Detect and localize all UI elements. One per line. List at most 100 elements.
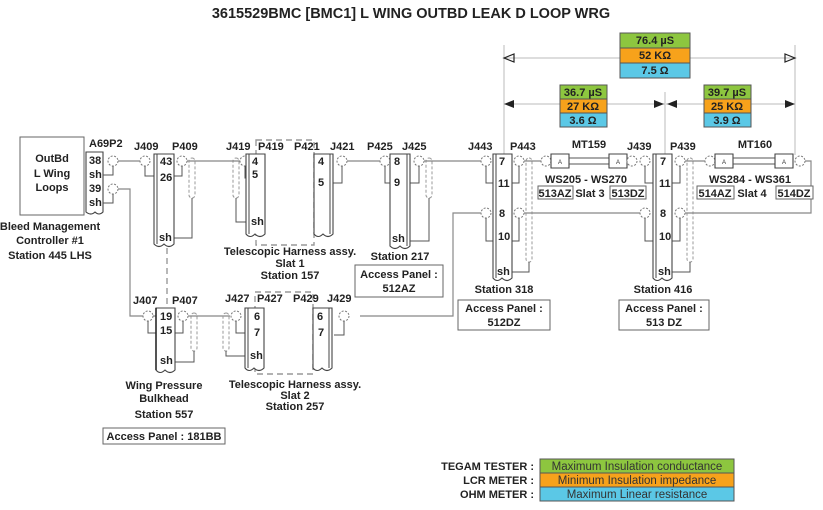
svg-text:Bleed Management: Bleed Management bbox=[0, 221, 100, 233]
svg-text:19: 19 bbox=[160, 311, 172, 323]
legend-desc-impedance: Minimum Insulation impedance bbox=[558, 475, 717, 487]
svg-text:J419: J419 bbox=[226, 141, 250, 153]
svg-text:10: 10 bbox=[498, 231, 510, 243]
measurement-overall: 76.4 µS 52 KΩ 7.5 Ω bbox=[502, 32, 797, 170]
svg-text:Slat 3: Slat 3 bbox=[575, 188, 604, 200]
svg-text:26: 26 bbox=[160, 172, 172, 184]
svg-text:P443: P443 bbox=[510, 141, 536, 153]
svg-text:513 DZ: 513 DZ bbox=[646, 317, 682, 329]
svg-text:J427: J427 bbox=[225, 293, 249, 305]
svg-text:A: A bbox=[722, 160, 726, 166]
svg-text:Loops: Loops bbox=[36, 182, 69, 194]
bleed-management-controller: OutBd L Wing Loops A69P2 38 sh 39 sh Ble… bbox=[0, 136, 123, 262]
svg-text:8: 8 bbox=[394, 156, 400, 168]
svg-text:514DZ: 514DZ bbox=[777, 188, 810, 200]
svg-text:J429: J429 bbox=[327, 293, 351, 305]
svg-text:6: 6 bbox=[317, 311, 323, 323]
overall-impedance: 52 KΩ bbox=[639, 50, 671, 62]
svg-text:sh: sh bbox=[250, 350, 263, 362]
svg-text:4: 4 bbox=[252, 156, 259, 168]
measurement-slat3: 36.7 µS 27 KΩ 3.6 Ω bbox=[504, 84, 666, 160]
svg-text:Bulkhead: Bulkhead bbox=[139, 393, 189, 405]
connector-j425: P425 J425 8 9 sh Station 217 bbox=[367, 141, 429, 263]
svg-text:sh: sh bbox=[658, 266, 671, 278]
svg-text:43: 43 bbox=[160, 156, 172, 168]
telescopic-harness-slat1: J419 P419 P421 J421 4 5 sh 4 5 Telescopi… bbox=[224, 139, 356, 282]
svg-text:39: 39 bbox=[89, 183, 101, 195]
legend-label-tegam: TEGAM TESTER : bbox=[441, 461, 534, 473]
svg-text:7: 7 bbox=[254, 327, 260, 339]
svg-text:5: 5 bbox=[252, 169, 258, 181]
slat4-resistance: 3.9 Ω bbox=[713, 115, 740, 127]
svg-text:sh: sh bbox=[159, 232, 172, 244]
svg-text:Access Panel :: Access Panel : bbox=[360, 269, 438, 281]
svg-text:OutBd: OutBd bbox=[35, 153, 69, 165]
svg-text:A: A bbox=[616, 160, 620, 166]
svg-text:P419: P419 bbox=[258, 141, 284, 153]
svg-text:5: 5 bbox=[318, 177, 324, 189]
legend-desc-conductance: Maximum Insulation conductance bbox=[552, 461, 723, 473]
svg-text:P421: P421 bbox=[294, 141, 320, 153]
measurement-slat4: 39.7 µS 25 KΩ 3.9 Ω bbox=[666, 84, 795, 128]
arrow-left-icon bbox=[504, 100, 514, 108]
svg-text:MT159: MT159 bbox=[572, 139, 606, 151]
svg-text:Access Panel : 181BB: Access Panel : 181BB bbox=[107, 431, 222, 443]
svg-text:L Wing: L Wing bbox=[34, 168, 70, 180]
resistance-cell bbox=[619, 62, 691, 79]
connector-j409: J409 P409 43 26 sh bbox=[134, 141, 198, 248]
svg-text:11: 11 bbox=[659, 178, 671, 190]
sensor-mt160: MT160 WS284 - WS361 514AZ Slat 4 514DZ bbox=[696, 139, 814, 200]
svg-text:Wing Pressure: Wing Pressure bbox=[126, 380, 203, 392]
svg-text:sh: sh bbox=[392, 233, 405, 245]
legend: TEGAM TESTER : Maximum Insulation conduc… bbox=[441, 458, 735, 502]
svg-text:Station 217: Station 217 bbox=[371, 251, 430, 263]
svg-text:Station 318: Station 318 bbox=[475, 284, 534, 296]
connector-a69p2 bbox=[85, 151, 104, 215]
connector-j443: J443 P443 7 11 8 10 sh Station 318 bbox=[468, 141, 536, 296]
svg-text:Station 557: Station 557 bbox=[135, 409, 194, 421]
svg-text:P429: P429 bbox=[293, 293, 319, 305]
svg-text:J425: J425 bbox=[402, 141, 426, 153]
overall-resistance: 7.5 Ω bbox=[641, 65, 668, 77]
svg-text:513DZ: 513DZ bbox=[611, 188, 644, 200]
svg-text:MT160: MT160 bbox=[738, 139, 772, 151]
svg-text:8: 8 bbox=[660, 208, 666, 220]
slat4-impedance: 25 KΩ bbox=[711, 101, 743, 113]
svg-text:WS205 - WS270: WS205 - WS270 bbox=[545, 174, 627, 186]
arrow-right-icon bbox=[654, 100, 664, 108]
svg-text:6: 6 bbox=[254, 311, 260, 323]
svg-text:Access Panel :: Access Panel : bbox=[625, 303, 703, 315]
svg-text:J407: J407 bbox=[133, 295, 157, 307]
svg-text:512AZ: 512AZ bbox=[382, 283, 415, 295]
svg-text:WS284 - WS361: WS284 - WS361 bbox=[709, 174, 791, 186]
svg-text:38: 38 bbox=[89, 155, 101, 167]
arrow-right-icon bbox=[785, 100, 795, 108]
svg-text:11: 11 bbox=[498, 178, 510, 190]
svg-text:8: 8 bbox=[499, 208, 505, 220]
svg-text:Station 445 LHS: Station 445 LHS bbox=[8, 250, 92, 262]
svg-text:15: 15 bbox=[160, 325, 172, 337]
svg-text:P409: P409 bbox=[172, 141, 198, 153]
svg-text:J439: J439 bbox=[627, 141, 651, 153]
access-panel-513dz: Access Panel : 513 DZ bbox=[618, 299, 710, 331]
svg-text:A: A bbox=[782, 160, 786, 166]
svg-text:Access Panel :: Access Panel : bbox=[465, 303, 543, 315]
svg-text:513AZ: 513AZ bbox=[538, 188, 571, 200]
svg-text:sh: sh bbox=[160, 355, 173, 367]
svg-text:9: 9 bbox=[394, 177, 400, 189]
diagram-title: 3615529BMC [BMC1] L WING OUTBD LEAK D LO… bbox=[212, 6, 610, 22]
connector-j407: J407 P407 19 15 sh Wing Pressure Bulkhea… bbox=[126, 295, 203, 421]
svg-text:Controller #1: Controller #1 bbox=[16, 235, 84, 247]
svg-text:P439: P439 bbox=[670, 141, 696, 153]
svg-text:sh: sh bbox=[89, 197, 102, 209]
slat3-impedance: 27 KΩ bbox=[567, 101, 599, 113]
svg-text:Slat 2: Slat 2 bbox=[280, 390, 309, 402]
svg-text:Slat 1: Slat 1 bbox=[275, 258, 304, 270]
svg-text:7: 7 bbox=[660, 156, 666, 168]
access-panel-512dz: Access Panel : 512DZ bbox=[457, 299, 551, 331]
legend-desc-resistance: Maximum Linear resistance bbox=[567, 489, 708, 501]
sensor-mt159: MT159 WS205 - WS270 513AZ Slat 3 513DZ bbox=[537, 139, 647, 200]
wires: A A A A bbox=[103, 153, 812, 363]
svg-text:10: 10 bbox=[659, 231, 671, 243]
